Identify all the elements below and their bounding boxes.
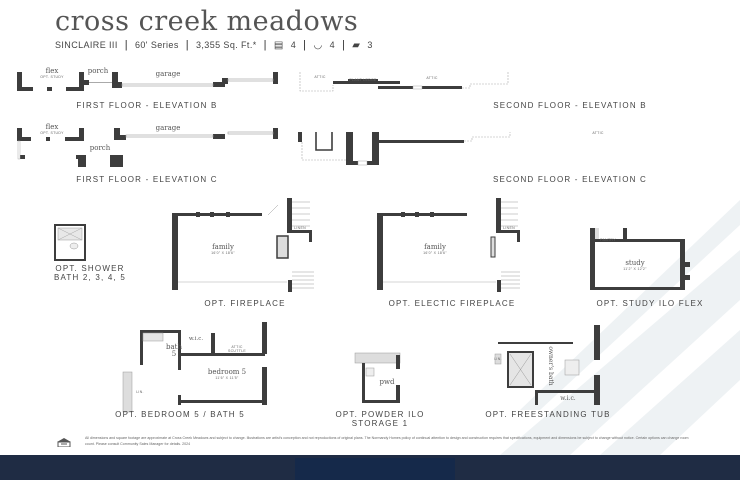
room-label-bath: bath: [166, 343, 182, 351]
room-label-plant-ledge: PLANT LEDGE: [349, 78, 377, 82]
room-label-family: family: [424, 243, 446, 251]
footer-button[interactable]: [295, 458, 455, 480]
caption-opt-powder-line1: OPT. POWDER ILO: [335, 410, 425, 419]
caption-opt-shower-line2: BATH 2, 3, 4, 5: [53, 273, 127, 282]
room-dimensions: 11'6" X 11'5": [215, 376, 239, 380]
plan-first-floor-c: [17, 128, 278, 167]
room-dimensions: 11'2" X 12'2": [623, 267, 647, 271]
room-label-flex: flex: [45, 123, 59, 131]
room-label-attic-scuttle: ATTIC SCUTTLE: [227, 345, 247, 353]
room-label-owners-bath: owner's bath: [547, 346, 554, 386]
bath-icon: ◡: [313, 39, 323, 51]
room-label-bath-number: 5: [171, 350, 177, 358]
plan-first-floor-b: [17, 72, 278, 91]
series: 60' Series: [134, 40, 179, 50]
community-title: cross creek meadows: [55, 6, 359, 37]
caption-opt-study: OPT. STUDY ILO FLEX: [596, 299, 704, 308]
caption-first-floor-c: FIRST FLOOR - ELEVATION C: [76, 175, 218, 184]
room-label-bedroom5: bedroom 5: [207, 368, 247, 376]
caption-second-floor-c: SECOND FLOOR - ELEVATION C: [492, 175, 648, 184]
car-icon: ▰: [352, 39, 361, 51]
room-label-pwd: pwd: [379, 378, 395, 386]
bed-icon: ▤: [273, 39, 284, 51]
caption-opt-electric-fireplace: OPT. ELECTIC FIREPLACE: [388, 299, 516, 308]
plan-opt-study: [590, 228, 690, 290]
room-label-garage: garage: [155, 124, 181, 132]
caption-opt-freestanding-tub: OPT. FREESTANDING TUB: [485, 410, 611, 419]
caption-opt-fireplace: OPT. FIREPLACE: [204, 299, 286, 308]
room-label-garage: garage: [155, 70, 181, 78]
disclaimer-text: All dimensions and square footage are ap…: [85, 436, 689, 446]
plan-opt-fireplace: [172, 198, 314, 292]
room-dimensions: 16'0" X 18'6": [211, 251, 235, 255]
room-label-attic: ATTIC: [314, 75, 326, 79]
square-footage: 3,355 Sq. Ft.*: [196, 40, 257, 50]
room-label-opt-study: OPT. STUDY: [40, 75, 64, 79]
room-label-linen: LIN.: [136, 390, 144, 394]
divider: |: [124, 39, 128, 51]
room-label-flex: flex: [45, 67, 59, 75]
caption-opt-bedroom5: OPT. BEDROOM 5 / BATH 5: [115, 410, 245, 419]
room-label-pantry: PANTRY: [600, 238, 616, 242]
divider: |: [185, 39, 189, 51]
caption-opt-shower-line1: OPT. SHOWER: [55, 264, 125, 273]
room-label-study: study: [625, 259, 645, 267]
bathroom-count: 4: [329, 40, 335, 50]
caption-second-floor-b: SECOND FLOOR - ELEVATION B: [493, 101, 647, 110]
room-dimensions: 16'0" X 18'6": [423, 251, 447, 255]
equal-housing-icon: [56, 434, 72, 448]
plan-opt-bedroom5: [122, 322, 267, 413]
plan-opt-electric-fireplace: [377, 198, 520, 292]
bedroom-count: 4: [290, 40, 297, 50]
room-label-linen: LINEN: [294, 226, 306, 230]
room-label-porch: porch: [89, 144, 111, 152]
room-label-opt-study: OPT. STUDY: [40, 131, 64, 135]
divider: |: [341, 39, 346, 51]
room-label-wic: w.i.c.: [560, 395, 576, 402]
plan-second-floor-c: [298, 132, 511, 166]
divider: |: [303, 39, 307, 51]
plan-specs: SINCLAIRE III | 60' Series | 3,355 Sq. F…: [55, 39, 373, 51]
caption-first-floor-b: FIRST FLOOR - ELEVATION B: [76, 101, 218, 110]
plan-opt-powder: [354, 352, 401, 403]
plan-opt-freestanding-tub: [494, 325, 600, 405]
room-label-linen: LINEN: [503, 226, 515, 230]
room-label-porch: porch: [87, 67, 109, 75]
room-label-attic: ATTIC: [592, 131, 604, 135]
plan-name: SINCLAIRE III: [55, 40, 118, 50]
room-label-attic: ATTIC: [426, 76, 438, 80]
room-label-linen: LIN.: [494, 357, 502, 361]
plan-opt-shower: [54, 224, 86, 261]
room-label-family: family: [212, 243, 234, 251]
divider: |: [263, 39, 267, 51]
garage-count: 3: [367, 40, 373, 50]
room-label-wic: w.i.c.: [188, 336, 204, 342]
plan-second-floor-b: [299, 72, 509, 92]
caption-opt-powder-line2: STORAGE 1: [351, 419, 409, 428]
